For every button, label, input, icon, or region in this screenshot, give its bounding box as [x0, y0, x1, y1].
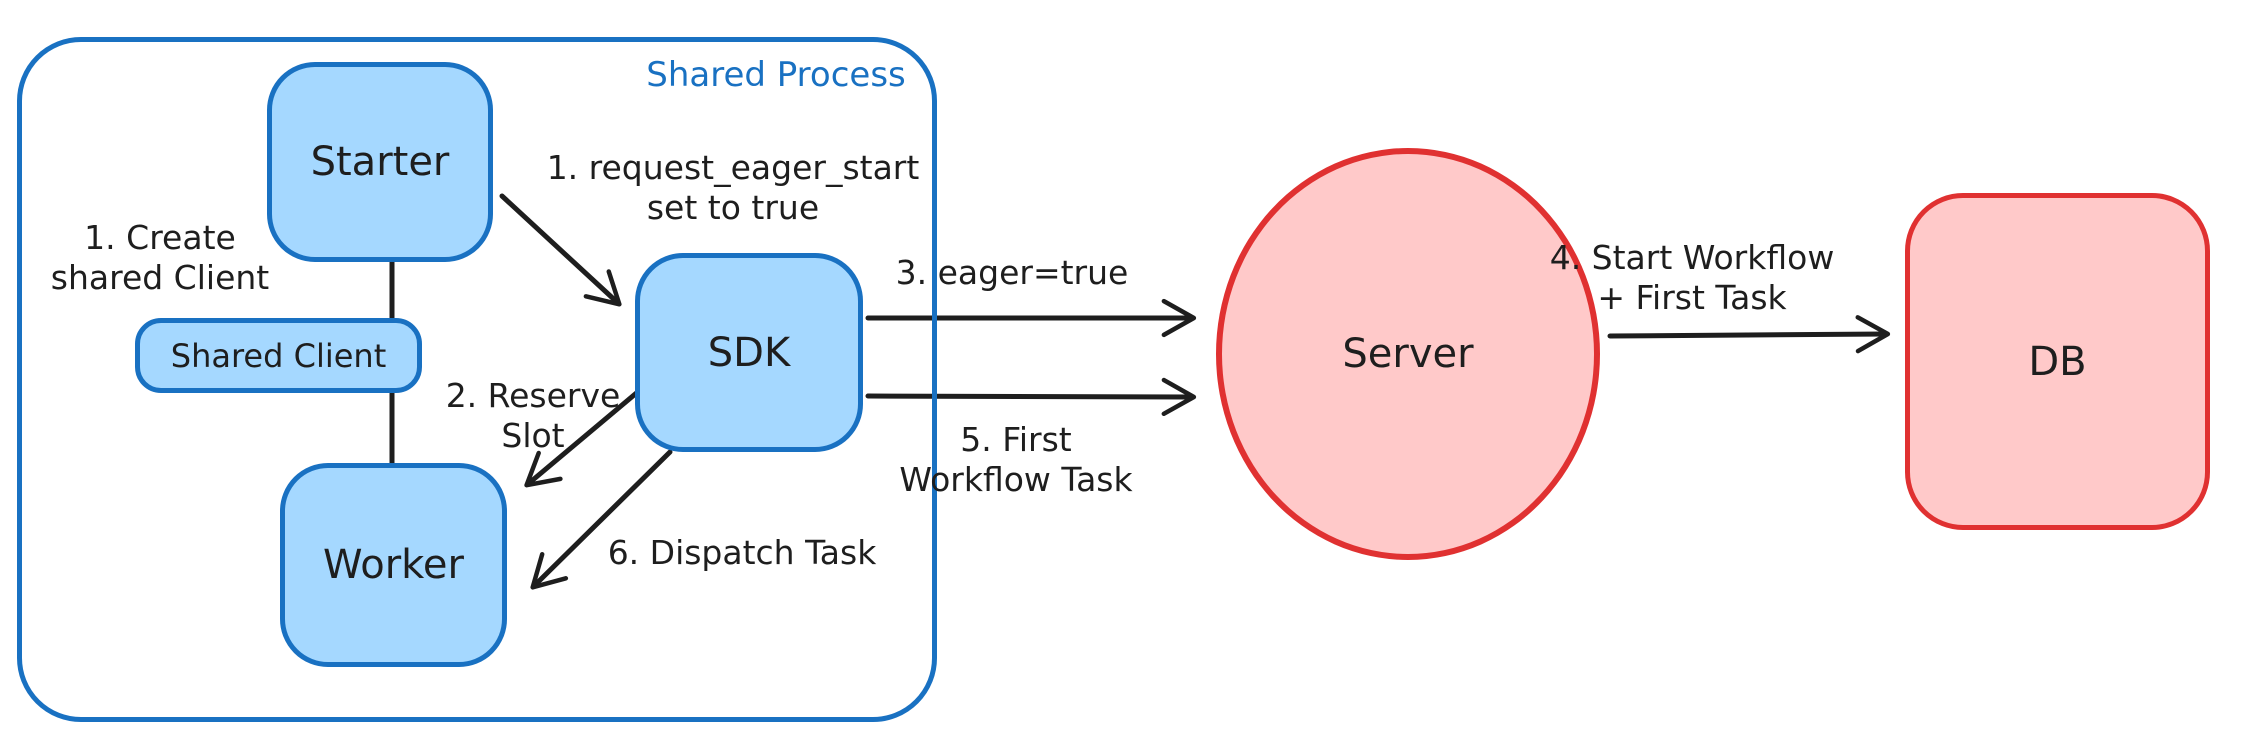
node-db: DB — [1905, 193, 2210, 530]
annotation-eager-true: 3. eager=true — [895, 252, 1129, 292]
node-worker-label: Worker — [323, 542, 464, 588]
annotation-start-workflow: 4. Start Workflow + First Task — [1549, 237, 1835, 317]
node-starter-label: Starter — [310, 139, 450, 185]
shared-process-label: Shared Process — [646, 55, 906, 95]
node-server-label: Server — [1342, 331, 1474, 377]
node-server: Server — [1216, 148, 1600, 560]
annotation-create-shared-client: 1. Create shared Client — [50, 217, 270, 297]
arrow-start-workflow — [1607, 315, 1891, 354]
node-sdk: SDK — [635, 253, 863, 452]
annotation-request-eager-start: 1. request_eager_start set to true — [546, 147, 920, 227]
node-starter: Starter — [267, 62, 493, 262]
node-worker: Worker — [280, 463, 507, 667]
node-shared-client-label: Shared Client — [170, 336, 387, 375]
annotation-first-workflow-task: 5. First Workflow Task — [899, 419, 1133, 499]
node-db-label: DB — [2028, 338, 2087, 385]
shared-process-group — [17, 37, 937, 722]
annotation-reserve-slot: 2. Reserve Slot — [445, 375, 621, 455]
node-shared-client: Shared Client — [135, 318, 422, 393]
node-sdk-label: SDK — [707, 329, 791, 376]
annotation-dispatch-task: 6. Dispatch Task — [607, 532, 877, 572]
